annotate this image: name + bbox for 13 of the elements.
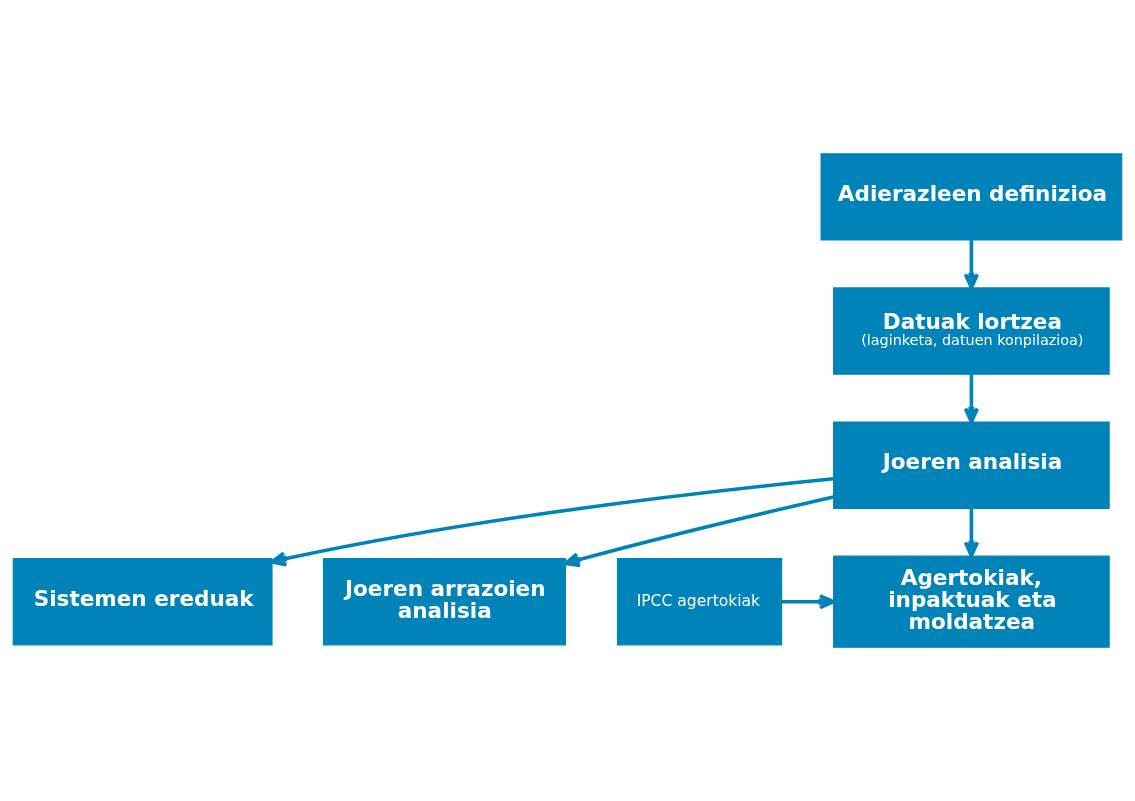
arrow — [781, 593, 836, 610]
node-box: Joeren analisia — [833, 421, 1110, 509]
node-box: Agertokiak, inpaktuak eta moldatzea — [833, 555, 1110, 648]
arrow — [270, 476, 834, 567]
node-box: IPCC agertokiak — [616, 558, 783, 646]
node-box: Datuak lortzea (laginketa, datuen konpilazioa) — [833, 287, 1110, 375]
arrow — [963, 374, 980, 424]
node-box: Joeren arrazoien analisia — [322, 558, 566, 646]
arrow — [963, 240, 980, 290]
node-box: Adierazleen definizioa — [820, 153, 1123, 241]
node-box: Sistemen ereduak — [12, 558, 273, 646]
arrow — [963, 508, 980, 558]
arrow — [563, 495, 834, 568]
